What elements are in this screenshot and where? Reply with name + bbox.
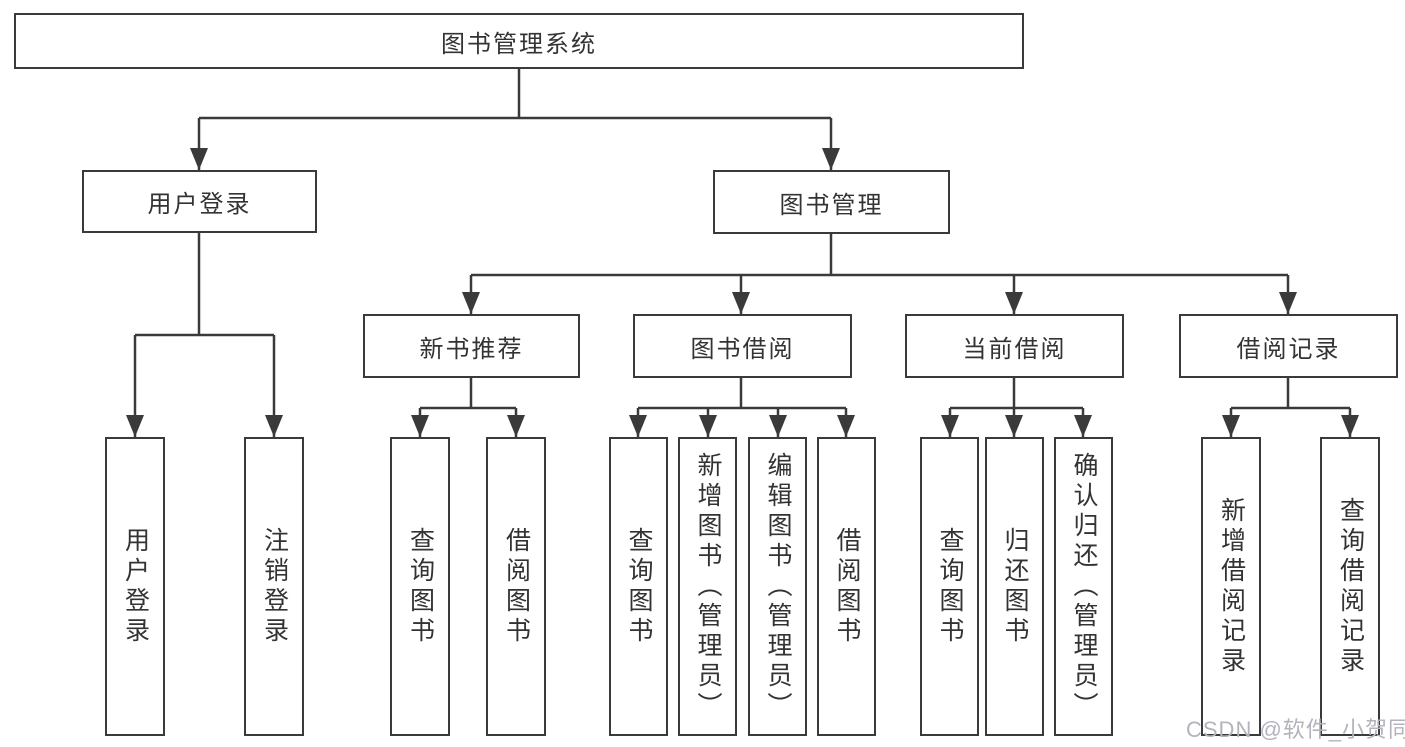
node-label: 图书借阅 (690, 335, 795, 363)
leaf-user-login: 用户登录 (105, 437, 165, 736)
node-label: 查询图书 (406, 526, 435, 647)
leaf-borrow-books-recommend: 借阅图书 (486, 437, 546, 736)
node-label: 注销登录 (260, 526, 289, 647)
node-user-login: 用户登录 (82, 170, 317, 233)
node-book-management: 图书管理 (713, 170, 950, 234)
root-stem-and-bar (199, 69, 831, 120)
book-management-stem-and-bar (471, 234, 1288, 277)
connector-lines (135, 69, 1350, 410)
node-label: 新增借阅记录 (1217, 496, 1246, 677)
current-borrow-stem-and-bar (950, 378, 1083, 410)
node-label: 图书管理 (779, 191, 884, 219)
node-label: 归还图书 (1001, 526, 1029, 647)
leaf-return-books: 归还图书 (985, 437, 1044, 736)
leaf-confirm-return-admin: 确认归还（管理员） (1054, 437, 1113, 736)
leaf-add-borrow-record: 新增借阅记录 (1201, 437, 1261, 736)
leaf-query-books-borrow: 查询图书 (609, 437, 668, 736)
node-label: 编辑图书（管理员） (764, 451, 792, 722)
node-book-borrow: 图书借阅 (633, 314, 852, 378)
node-new-book-recommend: 新书推荐 (363, 314, 580, 378)
leaf-borrow-books: 借阅图书 (817, 437, 876, 736)
node-label: 新增图书（管理员） (694, 451, 722, 722)
leaf-add-books-admin: 新增图书（管理员） (678, 437, 737, 736)
node-label: 用户登录 (121, 526, 150, 647)
node-label: 借阅图书 (833, 526, 861, 647)
node-label: 查询图书 (625, 526, 653, 647)
borrow-records-stem-and-bar (1231, 378, 1350, 410)
node-label: 图书管理系统 (441, 30, 597, 58)
node-label: 确认归还（管理员） (1070, 451, 1098, 722)
node-label: 查询借阅记录 (1336, 496, 1365, 677)
node-label: 查询图书 (936, 526, 964, 647)
user-login-stem-and-bar (135, 233, 274, 337)
leaf-query-borrow-record: 查询借阅记录 (1320, 437, 1380, 736)
node-label: 用户登录 (147, 191, 252, 218)
csdn-watermark: CSDN @软件_小贺同学 (1186, 717, 1405, 742)
leaf-query-books-recommend: 查询图书 (390, 437, 450, 736)
node-label: 当前借阅 (962, 335, 1067, 363)
node-borrow-records: 借阅记录 (1179, 314, 1398, 378)
node-current-borrow: 当前借阅 (905, 314, 1124, 378)
new-book-recommend-stem-and-bar (420, 378, 516, 410)
node-label: 借阅图书 (502, 526, 531, 647)
leaf-query-books-current: 查询图书 (920, 437, 979, 736)
node-label: 新书推荐 (419, 335, 524, 363)
book-borrow-stem-and-bar (638, 378, 846, 410)
node-label: 借阅记录 (1236, 335, 1341, 363)
leaf-logout: 注销登录 (244, 437, 304, 736)
connector-arrows (126, 118, 1359, 437)
leaf-edit-books-admin: 编辑图书（管理员） (748, 437, 807, 736)
node-library-management-system: 图书管理系统 (14, 13, 1024, 69)
